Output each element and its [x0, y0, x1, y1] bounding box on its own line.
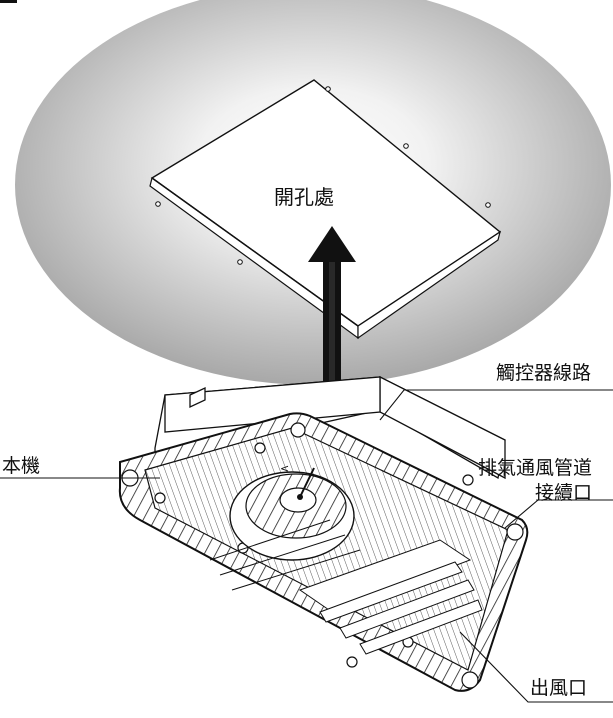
air-outlet-louvers	[209, 519, 483, 655]
duct-connection-label-line1: 排氣通風管道	[478, 457, 593, 479]
corner-mark	[0, 0, 17, 3]
up-arrow-icon	[308, 226, 356, 385]
duct-connection-label-line2: 接續口	[535, 481, 593, 504]
leader-lines	[0, 389, 613, 703]
duct-connection-label: 排氣通風管道 接續口	[478, 456, 592, 505]
opening-label: 開孔處	[274, 185, 334, 209]
unit-label: 本機	[2, 455, 41, 477]
air-outlet-label: 出風口	[530, 677, 588, 699]
mounting-holes	[155, 86, 491, 265]
controller-wiring-label: 觸控器線路	[496, 362, 592, 384]
opening-panel	[149, 79, 502, 340]
fan-unit-housing	[154, 375, 506, 480]
fan-wheel: <	[229, 462, 355, 561]
svg-text:<: <	[280, 462, 289, 475]
